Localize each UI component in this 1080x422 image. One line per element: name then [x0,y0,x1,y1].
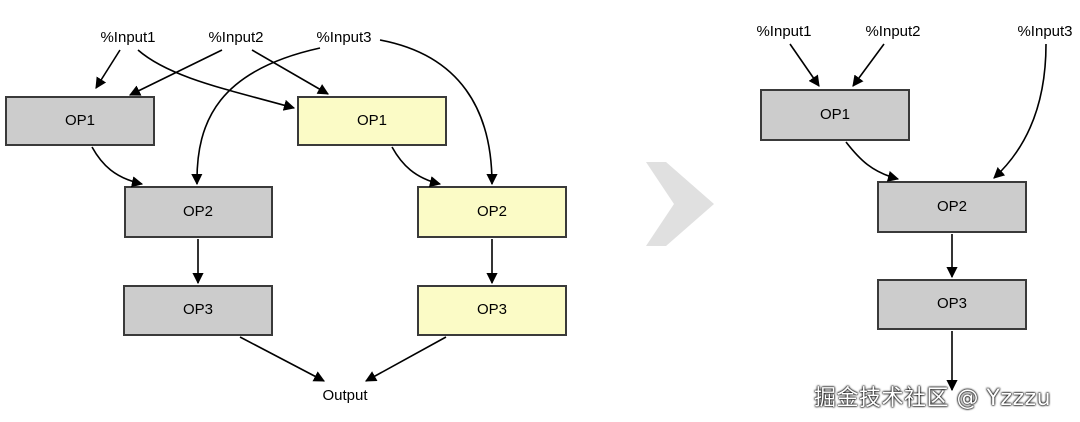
right-op2-node: OP2 [877,181,1027,233]
edge-op1-a-to-op2-a [91,146,144,188]
right-op1-node: OP1 [760,89,910,141]
left-output-label: Output [322,387,368,404]
right-op2-label: OP2 [937,198,967,215]
right-arrow-icon [646,162,714,246]
left-branch-a-op1-label: OP1 [65,112,95,129]
left-branch-b-op3-label: OP3 [477,301,507,318]
right-diagram: %Input1 %Input2 %Input3 OP1 OP2 OP3 [756,23,1073,392]
right-op3-label: OP3 [937,295,967,312]
right-input1-label: %Input1 [756,23,811,40]
left-branch-b-op2-label: OP2 [477,203,507,220]
left-branch-a-op2-label: OP2 [183,203,213,220]
left-branch-a-op3-node: OP3 [123,285,273,336]
edge-input2-to-op1-a [128,49,223,96]
left-branch-b-op1-node: OP1 [297,96,447,146]
left-input1-label: %Input1 [100,29,155,46]
edge-right-input1-to-op1 [789,43,820,87]
edge-op3-b-to-output [365,336,447,382]
right-input2-label: %Input2 [865,23,920,40]
right-op3-node: OP3 [877,279,1027,330]
edge-input1-to-op1-a [95,49,121,89]
left-input2-label: %Input2 [208,29,263,46]
left-branch-b-op1-label: OP1 [357,112,387,129]
left-branch-b-op2-node: OP2 [417,186,567,238]
edge-right-input2-to-op1 [852,43,885,87]
left-diagram: %Input1 %Input2 %Input3 OP1 OP2 OP3 OP1 … [5,29,567,404]
edge-op1-b-to-op2-b [391,146,442,188]
left-branch-b-op3-node: OP3 [417,285,567,336]
left-branch-a-op2-node: OP2 [124,186,273,238]
right-op1-label: OP1 [820,106,850,123]
edge-input3-to-op2-b [379,39,498,186]
edge-input1-to-op1-b [137,49,296,111]
watermark-text: 掘金技术社区 @ Yzzzu [814,386,1052,411]
edge-op3-a-to-output [239,336,325,382]
edge-right-op1-to-op2 [845,141,900,182]
left-input3-label: %Input3 [316,29,371,46]
left-branch-a-op3-label: OP3 [183,301,213,318]
right-input3-label: %Input3 [1017,23,1072,40]
edge-input3-to-op2-a [191,47,321,186]
edge-right-input3-to-op2 [993,43,1047,179]
left-branch-a-op1-node: OP1 [5,96,155,146]
edge-input2-to-op1-b [251,49,329,95]
